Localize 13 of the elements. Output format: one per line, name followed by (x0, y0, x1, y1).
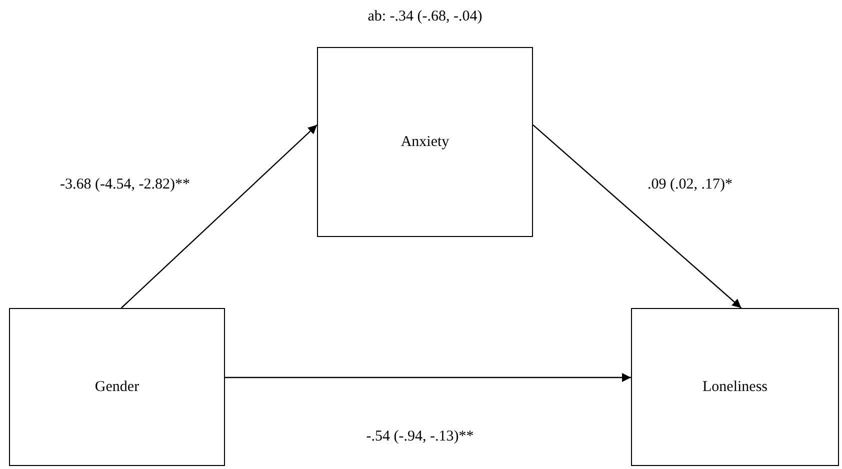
node-label: Anxiety (400, 134, 450, 150)
node-label: Gender (94, 378, 140, 396)
variable-box (9, 308, 225, 466)
variable-box (317, 47, 533, 237)
arrow (225, 373, 631, 382)
edge-label: -.54 (-.94, -.13)** (366, 428, 474, 446)
node-label: Loneliness (702, 378, 768, 396)
variable-box (631, 308, 839, 466)
arrow (532, 124, 742, 308)
indirect-effect-label: ab: -.34 (-.68, -.04) (368, 8, 482, 26)
arrow (120, 124, 318, 308)
edge-label: -3.68 (-4.54, -2.82)** (60, 176, 190, 194)
edge-label: .09 (.02, .17)* (648, 176, 732, 194)
